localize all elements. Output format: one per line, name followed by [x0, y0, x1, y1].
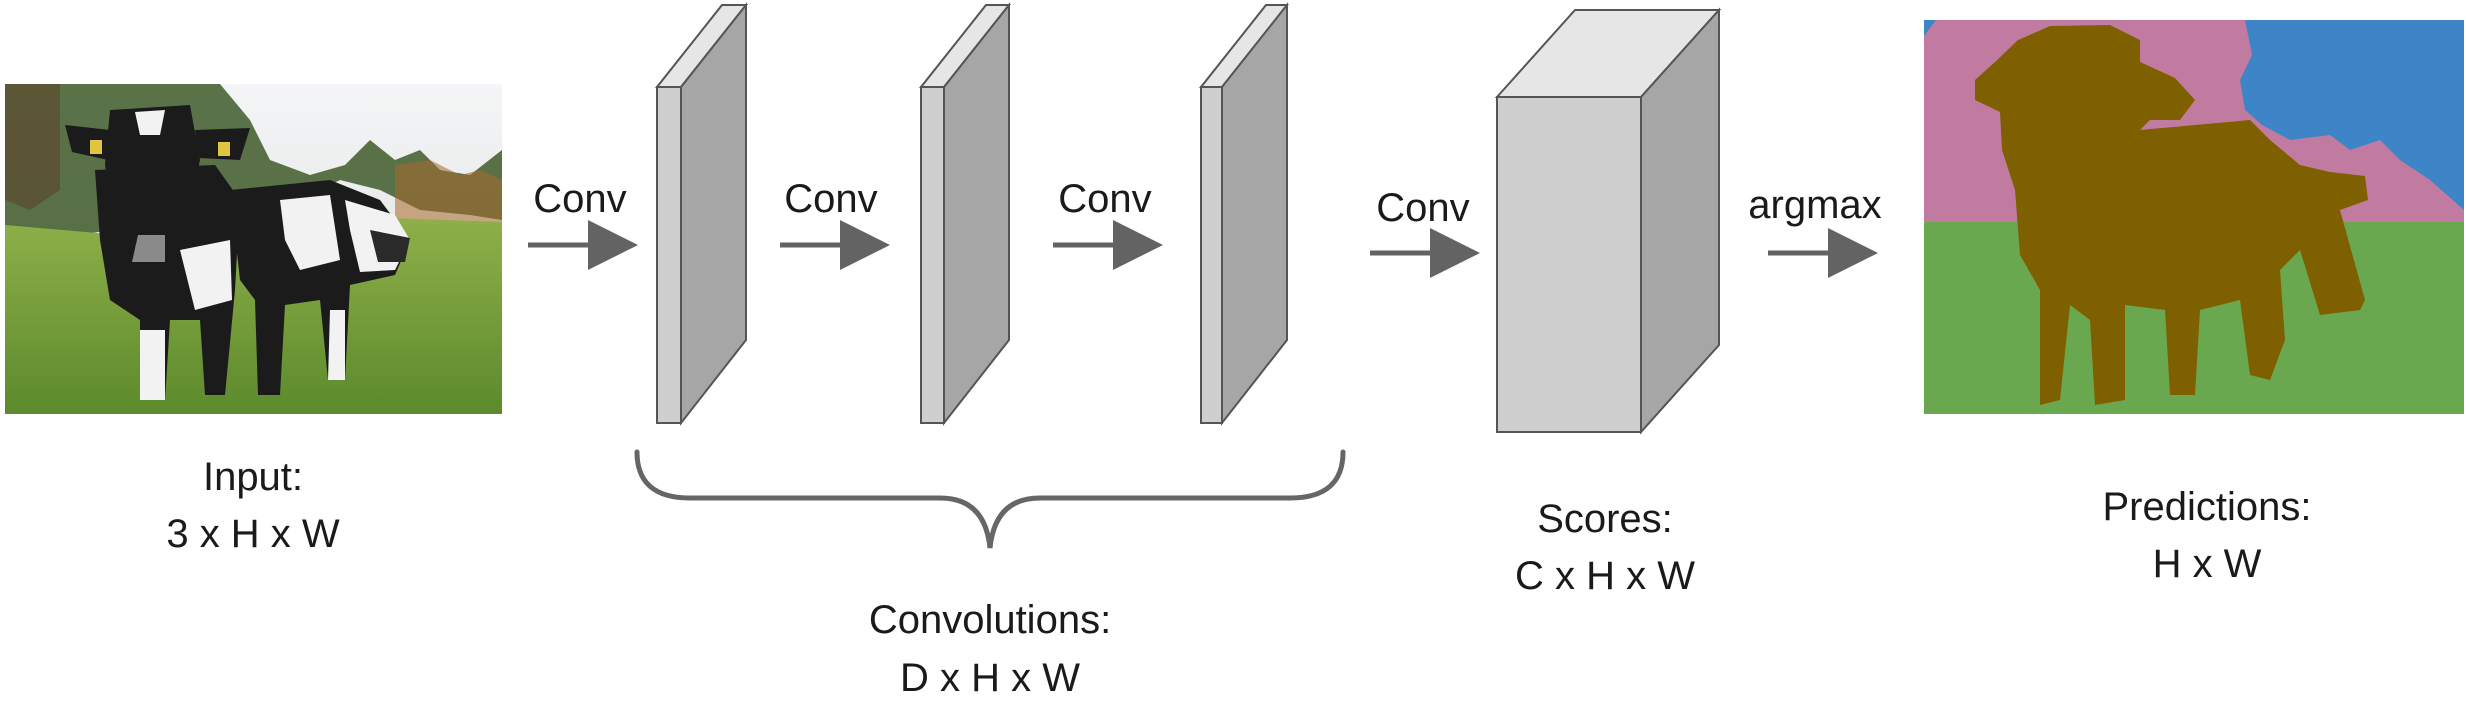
input-label: Input:	[203, 455, 303, 499]
cow-left	[65, 105, 250, 400]
arrow-conv-3-label: Conv	[1058, 177, 1151, 221]
predictions-shape: H x W	[2153, 542, 2262, 586]
arrow-argmax: argmax	[1748, 183, 1882, 278]
conv-layer-1	[654, 2, 749, 426]
arrow-conv-2: Conv	[780, 177, 890, 270]
input-shape: 3 x H x W	[166, 512, 340, 556]
arrow-conv-2-label: Conv	[784, 177, 877, 221]
convolutions-brace	[634, 449, 1346, 549]
predictions-label: Predictions:	[2103, 485, 2312, 529]
input-image	[5, 84, 502, 414]
convolutions-shape: D x H x W	[900, 656, 1080, 700]
prediction-image	[1924, 20, 2464, 414]
arrow-argmax-label: argmax	[1748, 183, 1881, 227]
scores-shape: C x H x W	[1515, 554, 1695, 598]
convolutions-label: Convolutions:	[869, 598, 1111, 642]
arrow-conv-4: Conv	[1370, 186, 1480, 278]
arrow-conv-4-label: Conv	[1376, 186, 1469, 230]
arrow-conv-1-label: Conv	[533, 177, 626, 221]
conv-layer-2	[918, 2, 1012, 426]
scores-block	[1494, 7, 1722, 435]
conv-layer-3	[1198, 2, 1290, 426]
cow-right	[230, 180, 410, 395]
arrow-conv-3: Conv	[1053, 177, 1163, 270]
arrow-conv-1: Conv	[528, 177, 638, 270]
scores-label: Scores:	[1537, 497, 1673, 541]
